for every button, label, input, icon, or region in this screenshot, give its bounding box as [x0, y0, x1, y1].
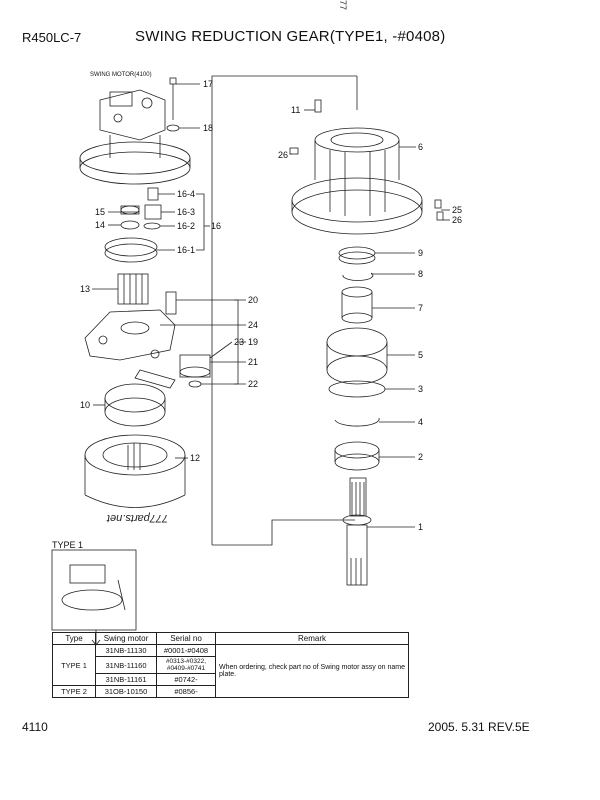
- callout-19: 19: [248, 337, 258, 347]
- callout-2: 2: [418, 452, 423, 462]
- remark-cell: When ordering, check part no of Swing mo…: [215, 644, 409, 698]
- callout-14: 14: [95, 220, 105, 230]
- col-remark: Remark: [215, 632, 409, 645]
- serial-cell: #0742-: [156, 673, 216, 686]
- type-cell: TYPE 1: [52, 644, 96, 686]
- callout-16-2: 16-2: [177, 221, 195, 231]
- callout-20: 20: [248, 295, 258, 305]
- table-row: TYPE 2 31OB-10150 #0856-: [52, 685, 409, 698]
- motor-cell: 31OB-10150: [95, 685, 157, 698]
- callout-11: 11: [291, 105, 300, 115]
- table-row: TYPE 1 31NB-11130 #0001-#0408 When order…: [52, 644, 409, 698]
- page-number: 4110: [22, 720, 48, 734]
- callout-16-3: 16-3: [177, 207, 195, 217]
- motor-cell: 31NB-11161: [95, 673, 157, 686]
- date-revision: 2005. 5.31 REV.5E: [428, 720, 530, 734]
- model-code: R450LC-7: [22, 30, 82, 45]
- table-row: 31NB-11161 #0742-: [53, 673, 409, 686]
- callout-7: 7: [418, 303, 423, 313]
- callout-3: 3: [418, 384, 423, 394]
- callout-21: 21: [248, 357, 258, 367]
- table-row: 31NB-11160 #0313-#0322, #0409-#0741: [53, 656, 409, 674]
- callout-23: 23: [234, 337, 244, 347]
- swing-motor-label: SWING MOTOR(4100): [90, 72, 152, 78]
- callout-5: 5: [418, 350, 423, 360]
- callout-22: 22: [248, 379, 258, 389]
- serial-cell: #0313-#0322, #0409-#0741: [156, 656, 216, 674]
- callout-12: 12: [190, 453, 200, 463]
- callout-13: 13: [80, 284, 90, 294]
- table-header-row: Type Swing motor Serial no Remark: [52, 632, 409, 645]
- motor-cell: 31NB-11160: [95, 656, 157, 674]
- col-serial: Serial no: [156, 632, 216, 645]
- col-type: Type: [52, 632, 96, 645]
- callout-16-1: 16-1: [177, 245, 195, 255]
- callout-16-4: 16-4: [177, 189, 195, 199]
- callout-9: 9: [418, 248, 423, 258]
- callout-10: 10: [80, 400, 90, 410]
- page-title: SWING REDUCTION GEAR(TYPE1, -#0408): [135, 28, 446, 45]
- serial-cell: #0856-: [156, 685, 216, 698]
- type-cell: TYPE 2: [52, 685, 96, 698]
- col-swing-motor: Swing motor: [95, 632, 157, 645]
- callout-26-right: 26: [452, 215, 462, 225]
- callout-26-left: 26: [278, 150, 288, 160]
- serial-cell: #0001-#0408: [156, 644, 216, 657]
- callout-17: 17: [203, 79, 213, 89]
- callout-6: 6: [418, 142, 423, 152]
- callout-1: 1: [418, 522, 423, 532]
- callout-8: 8: [418, 269, 423, 279]
- motor-cell: 31NB-11130: [95, 644, 157, 657]
- callout-18: 18: [203, 123, 213, 133]
- callout-24: 24: [248, 320, 258, 330]
- callout-4: 4: [418, 417, 423, 427]
- callout-16: 16: [211, 221, 221, 231]
- callout-25: 25: [452, 205, 462, 215]
- parts-table: Type Swing motor Serial no Remark TYPE 1…: [52, 632, 409, 698]
- callout-15: 15: [95, 207, 105, 217]
- watermark-text: 777parts.net: [107, 512, 169, 524]
- type1-inset-label: TYPE 1: [52, 540, 84, 550]
